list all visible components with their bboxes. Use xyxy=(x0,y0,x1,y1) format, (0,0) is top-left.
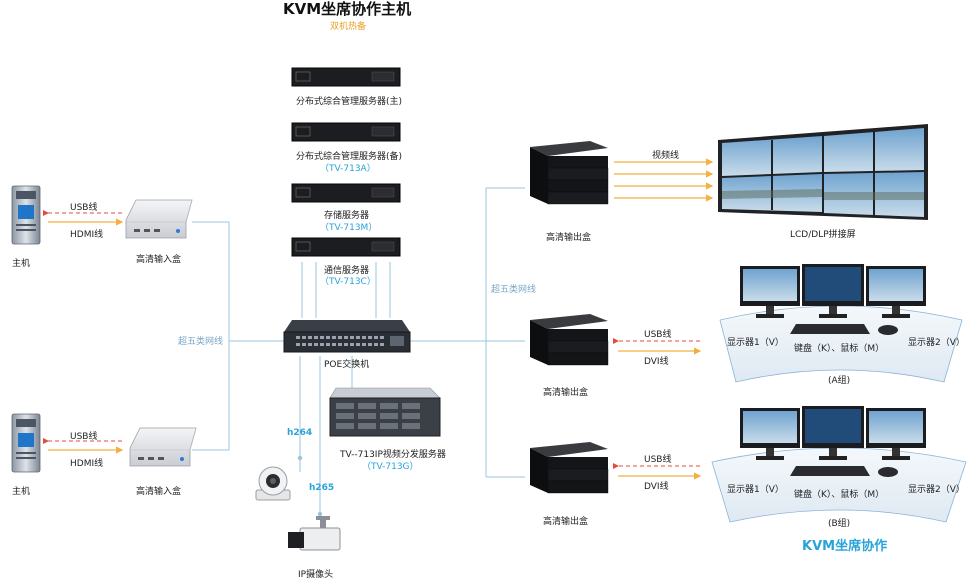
usb-cable-label-b: USB线 xyxy=(644,455,672,465)
group-b-label: (B组) xyxy=(828,519,851,529)
hd-input-box-bottom xyxy=(129,427,197,467)
input-box-label-top: 高清输入盒 xyxy=(136,255,182,265)
video-server-model: （TV-713G） xyxy=(362,462,419,472)
right-network-label: 超五类网线 xyxy=(491,285,537,295)
monitor2-label-a: 显示器2（V） xyxy=(908,338,965,348)
hd-output-box-stack-top xyxy=(530,141,609,205)
poe-switch xyxy=(283,320,411,353)
output-box-label-a: 高清输出盒 xyxy=(543,388,589,398)
video-distribution-server xyxy=(329,387,441,437)
server-communication-model: （TV-713C） xyxy=(320,277,376,287)
hdmi-cable-label-top: HDMI线 xyxy=(70,230,104,240)
hd-output-box-stack-b xyxy=(530,442,609,494)
box-camera xyxy=(288,516,341,551)
dvi-cable-label-b: DVI线 xyxy=(644,482,669,492)
server-backup xyxy=(291,122,401,142)
hd-output-box-stack-a xyxy=(530,314,609,366)
server-storage xyxy=(291,183,401,203)
server-main xyxy=(291,67,401,87)
server-backup-model: （TV-713A） xyxy=(320,164,376,174)
server-main-label: 分布式综合管理服务器(主) xyxy=(296,97,403,107)
monitor1-label-a: 显示器1（V） xyxy=(727,338,784,348)
h264-label: h264 xyxy=(287,428,313,438)
header-subtitle: 双机热备 xyxy=(330,22,367,32)
server-backup-label: 分布式综合管理服务器(备) xyxy=(296,152,403,162)
poe-switch-label: POE交换机 xyxy=(324,360,370,370)
lcd-splice-wall xyxy=(718,124,928,220)
keyboard-mouse-label-b: 键盘（K）、鼠标（M） xyxy=(794,490,885,500)
usb-cable-label-a: USB线 xyxy=(644,330,672,340)
group-cables xyxy=(613,338,702,480)
host-pc-bottom xyxy=(11,413,41,473)
server-storage-model: （TV-713M） xyxy=(320,223,378,233)
video-cables xyxy=(614,158,714,202)
header-title: KVM坐席协作主机 xyxy=(283,0,412,18)
monitor1-label-b: 显示器1（V） xyxy=(727,485,784,495)
server-communication-label: 通信服务器 xyxy=(324,266,370,276)
desk-group-a xyxy=(719,264,963,383)
host-pc-top xyxy=(11,185,41,245)
input-box-label-bottom: 高清输入盒 xyxy=(136,487,182,497)
network-lines xyxy=(192,187,525,514)
hdmi-cable-label-bottom: HDMI线 xyxy=(70,459,104,469)
desk-group-b xyxy=(711,406,967,523)
host-label-top: 主机 xyxy=(12,259,31,269)
usb-cable-label-bottom: USB线 xyxy=(70,432,98,442)
video-server-label: TV--713IP视频分发服务器 xyxy=(340,450,446,460)
output-box-label-top: 高清输出盒 xyxy=(546,233,592,243)
keyboard-mouse-label-a: 键盘（K）、鼠标（M） xyxy=(794,344,885,354)
monitor2-label-b: 显示器2（V） xyxy=(908,485,965,495)
kvm-collab-footer: KVM坐席协作 xyxy=(802,539,888,554)
server-communication xyxy=(291,237,401,257)
usb-cable-label-top: USB线 xyxy=(70,203,98,213)
left-cables xyxy=(43,210,124,454)
left-network-label: 超五类网线 xyxy=(178,337,224,347)
host-label-bottom: 主机 xyxy=(12,487,31,497)
splice-wall-label: LCD/DLP拼接屏 xyxy=(790,230,856,240)
ptz-camera xyxy=(255,466,291,501)
video-cable-label: 视频线 xyxy=(652,151,680,161)
hd-input-box-top xyxy=(125,199,193,239)
ip-camera-label: IP摄像头 xyxy=(298,570,334,580)
output-box-label-b: 高清输出盒 xyxy=(543,517,589,527)
dvi-cable-label-a: DVI线 xyxy=(644,357,669,367)
server-storage-label: 存储服务器 xyxy=(324,211,370,221)
h265-label: h265 xyxy=(309,483,335,493)
group-a-label: (A组) xyxy=(828,376,851,386)
